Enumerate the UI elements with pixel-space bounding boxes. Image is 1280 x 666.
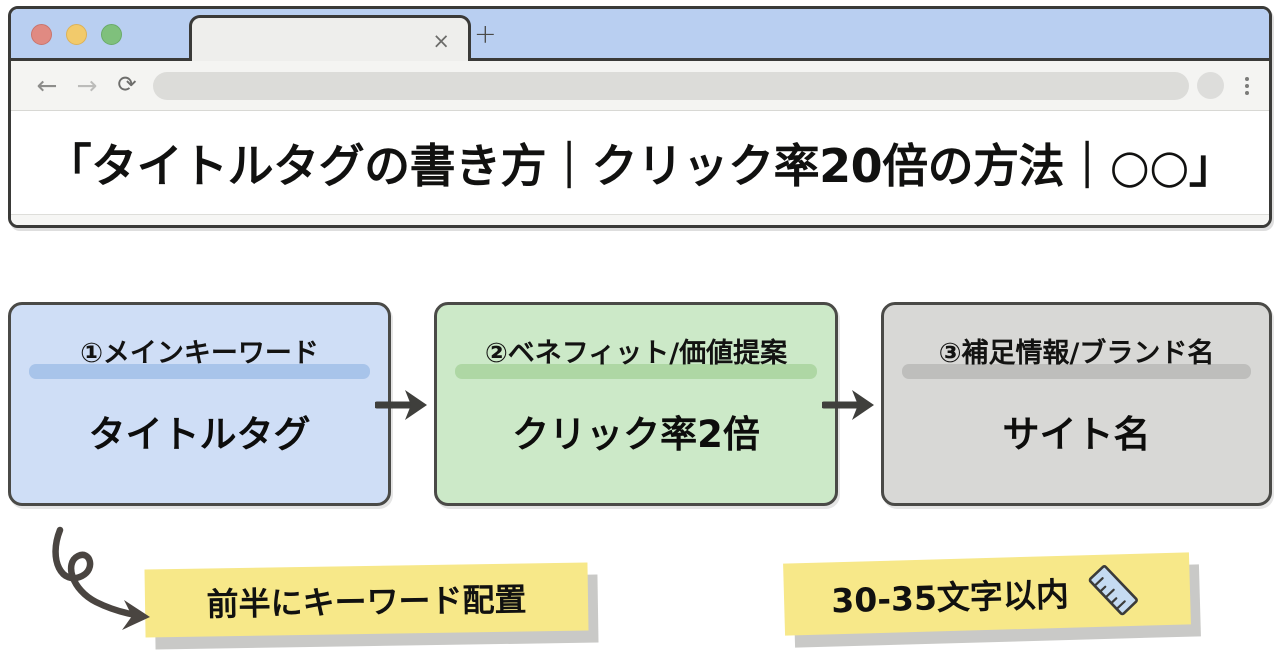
flow-box-value: サイト名	[1002, 413, 1151, 456]
flow-box-value: タイトルタグ	[88, 413, 311, 456]
window-traffic-lights	[31, 24, 122, 45]
note-text: 30-35文字以内	[830, 574, 1070, 621]
flow-box-brand[interactable]: ③補足情報/ブランド名 サイト名	[881, 302, 1272, 506]
note-text: 前半にキーワード配置	[206, 580, 527, 624]
reload-icon[interactable]: ⟳	[117, 72, 137, 98]
note-character-limit[interactable]: 30-35文字以内	[783, 552, 1191, 636]
flow-box-label: ①メインキーワード	[80, 338, 319, 369]
back-icon[interactable]: ←	[36, 71, 58, 100]
close-tab-icon[interactable]: ×	[432, 29, 450, 53]
flow-box-value: クリック率2倍	[512, 413, 760, 456]
flow-box-main-keyword[interactable]: ①メインキーワード タイトルタグ	[8, 302, 391, 506]
flow-arrow-2-to-3	[822, 390, 874, 420]
close-window-icon[interactable]	[31, 24, 52, 45]
address-bar[interactable]	[153, 71, 1189, 100]
flow-arrow-1-to-2	[375, 390, 427, 420]
browser-tabstrip: × +	[11, 9, 1269, 67]
label-highlight	[29, 364, 370, 379]
flow-box-label: ②ベネフィット/価値提案	[484, 338, 788, 369]
curved-callout-arrow	[52, 526, 150, 630]
flow-box-benefit[interactable]: ②ベネフィット/価値提案 クリック率2倍	[434, 302, 838, 506]
avatar[interactable]	[1197, 72, 1224, 99]
browser-tab[interactable]: ×	[189, 15, 490, 67]
page-title: 「タイトルタグの書き方｜クリック率20倍の方法｜○○」	[45, 138, 1235, 193]
flow-box-label: ③補足情報/ブランド名	[938, 338, 1215, 369]
minimize-window-icon[interactable]	[66, 24, 87, 45]
forward-icon[interactable]: →	[76, 71, 98, 100]
note-keyword-placement[interactable]: 前半にキーワード配置	[144, 562, 589, 638]
label-highlight	[902, 364, 1251, 379]
browser-page-content: 「タイトルタグの書き方｜クリック率20倍の方法｜○○」	[11, 111, 1269, 215]
ruler-icon	[1088, 565, 1138, 616]
browser-window: × + ← → ⟳ 「タイトルタグの書き方｜クリック率20倍の方法｜○○」	[8, 6, 1272, 228]
page-footer-strip	[11, 215, 1269, 225]
new-tab-icon[interactable]: +	[474, 19, 497, 50]
maximize-window-icon[interactable]	[101, 24, 122, 45]
label-highlight	[455, 364, 817, 379]
browser-toolbar: ← → ⟳	[11, 61, 1269, 111]
overflow-menu-icon[interactable]	[1235, 76, 1259, 95]
